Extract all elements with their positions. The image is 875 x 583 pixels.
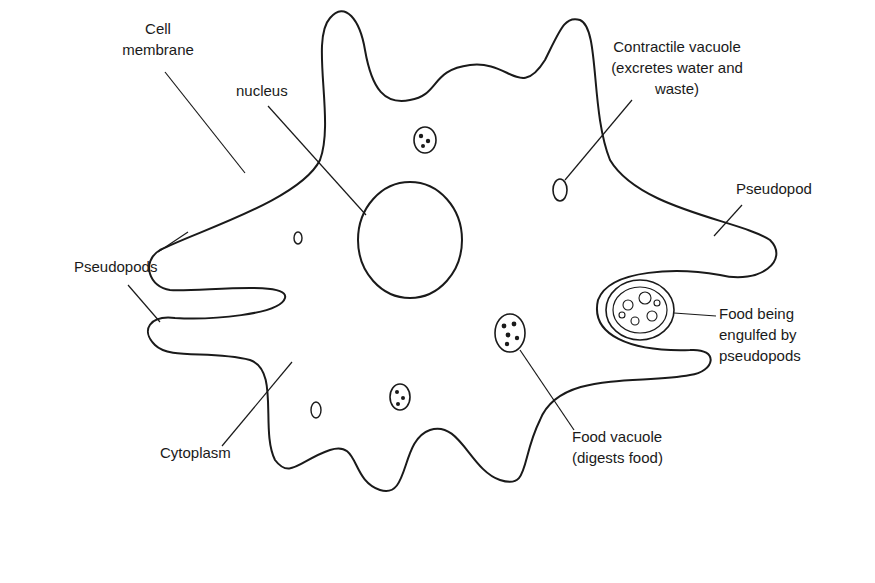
- food-particle: [505, 342, 509, 346]
- small-vacuole: [311, 402, 321, 418]
- part-label: Pseudopod: [736, 178, 826, 199]
- food-vacuole: [495, 314, 525, 352]
- food-particle: [623, 300, 633, 310]
- part-label: Contractile vacuole (excretes water and …: [596, 36, 758, 99]
- part-label: Cell membrane: [112, 18, 204, 60]
- engulfed-food: [613, 287, 667, 333]
- leader-line: [520, 350, 574, 430]
- food-particle: [639, 292, 651, 304]
- food-particle: [506, 333, 511, 338]
- leader-line: [674, 313, 716, 316]
- food-particle: [512, 322, 517, 327]
- leader-line: [565, 100, 632, 180]
- contractile-vacuole: [553, 179, 567, 201]
- leader-line: [165, 72, 245, 173]
- food-particle: [426, 139, 430, 143]
- cell-outline: [148, 11, 776, 491]
- small-vacuole: [294, 232, 302, 244]
- leader-line: [158, 232, 188, 252]
- leader-line: [714, 205, 742, 236]
- food-vacuole: [390, 384, 410, 410]
- part-label: Food vacuole (digests food): [572, 426, 694, 468]
- food-particle: [419, 134, 423, 138]
- food-particle: [647, 311, 657, 321]
- food-particle: [401, 396, 405, 400]
- part-label: Food being engulfed by pseudopods: [719, 303, 823, 366]
- food-particle: [502, 324, 507, 329]
- food-particle: [421, 144, 425, 148]
- part-label: nucleus: [236, 80, 306, 101]
- food-particle: [654, 300, 660, 306]
- leader-line: [222, 362, 292, 446]
- part-label: Cytoplasm: [160, 442, 250, 463]
- engulfed-food-membrane: [606, 280, 674, 340]
- leader-line: [128, 285, 160, 322]
- food-particle: [395, 390, 399, 394]
- nucleus-shape: [358, 182, 462, 298]
- food-particle: [515, 336, 519, 340]
- food-particle: [631, 317, 639, 325]
- part-label: Pseudopods: [74, 256, 170, 277]
- food-particle: [619, 312, 625, 318]
- food-vacuole: [414, 127, 436, 153]
- leader-line: [268, 106, 366, 215]
- food-particle: [396, 402, 400, 406]
